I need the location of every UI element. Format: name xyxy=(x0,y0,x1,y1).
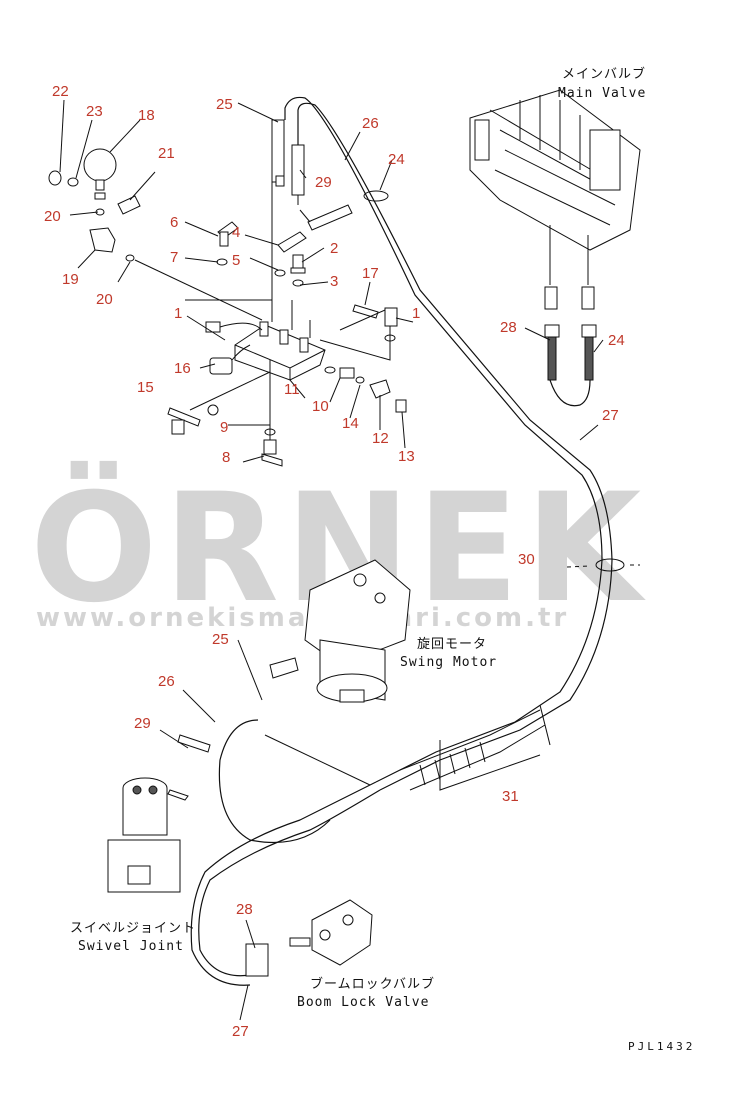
callout-17: 17 xyxy=(362,265,379,282)
callout-28a: 28 xyxy=(500,319,517,336)
swing-motor-label-jp: 旋回モータ xyxy=(417,637,487,652)
callout-20b: 20 xyxy=(96,291,113,308)
callout-5: 5 xyxy=(232,252,240,269)
callout-7: 7 xyxy=(170,249,178,266)
callout-27b: 27 xyxy=(232,1023,249,1040)
drawing-code: PJL1432 xyxy=(628,1040,695,1053)
callout-24a: 24 xyxy=(388,151,405,168)
callout-8: 8 xyxy=(222,449,230,466)
callout-26b: 26 xyxy=(158,673,175,690)
swivel-joint xyxy=(107,734,211,893)
accumulator-group xyxy=(48,148,263,321)
swivel-joint-label-jp: スイベルジョイント xyxy=(70,921,196,936)
callout-22: 22 xyxy=(52,83,69,100)
callout-15: 15 xyxy=(137,379,154,396)
callout-30: 30 xyxy=(518,551,535,568)
swivel-joint-label-en: Swivel Joint xyxy=(78,939,184,954)
boom-lock-label-jp: ブームロックバルブ xyxy=(310,976,435,992)
callout-1a: 1 xyxy=(174,305,182,322)
callout-25b: 25 xyxy=(212,631,229,648)
main-valve-label-jp: メインバルブ xyxy=(562,66,646,82)
hoses xyxy=(190,96,640,986)
callout-12: 12 xyxy=(372,430,389,447)
callout-4: 4 xyxy=(232,224,240,241)
callout-2: 2 xyxy=(330,240,338,257)
callout-14: 14 xyxy=(342,415,359,432)
callout-18: 18 xyxy=(138,107,155,124)
leader-lines xyxy=(59,99,604,1021)
callout-16: 16 xyxy=(174,360,191,377)
callout-28b: 28 xyxy=(236,901,253,918)
boom-lock-label-en: Boom Lock Valve xyxy=(297,995,429,1010)
boom-lock-valve xyxy=(245,899,373,977)
main-valve xyxy=(469,89,641,381)
callout-24b: 24 xyxy=(608,332,625,349)
swing-motor-label-en: Swing Motor xyxy=(400,655,497,670)
callout-6: 6 xyxy=(170,214,178,231)
callout-9: 9 xyxy=(220,419,228,436)
callout-19: 19 xyxy=(62,271,79,288)
callout-10: 10 xyxy=(312,398,329,415)
callout-31: 31 xyxy=(502,788,519,805)
callout-13: 13 xyxy=(398,448,415,465)
main-valve-label-en: Main Valve xyxy=(558,86,646,101)
valve-block-assembly xyxy=(167,119,407,467)
callout-27a: 27 xyxy=(602,407,619,424)
swing-motor xyxy=(269,559,411,703)
callout-1b: 1 xyxy=(412,305,420,322)
callouts: 22 23 18 21 20 19 20 6 7 4 5 2 3 17 1 1 … xyxy=(44,83,625,1040)
callout-26a: 26 xyxy=(362,115,379,132)
callout-25a: 25 xyxy=(216,96,233,113)
callout-29b: 29 xyxy=(134,715,151,732)
callout-3: 3 xyxy=(330,273,338,290)
callout-23: 23 xyxy=(86,103,103,120)
callout-11: 11 xyxy=(284,381,300,398)
watermark-url: www.ornekismakinalari.com.tr xyxy=(36,603,569,633)
callout-20a: 20 xyxy=(44,208,61,225)
callout-29a: 29 xyxy=(315,174,332,191)
callout-21: 21 xyxy=(158,145,175,162)
